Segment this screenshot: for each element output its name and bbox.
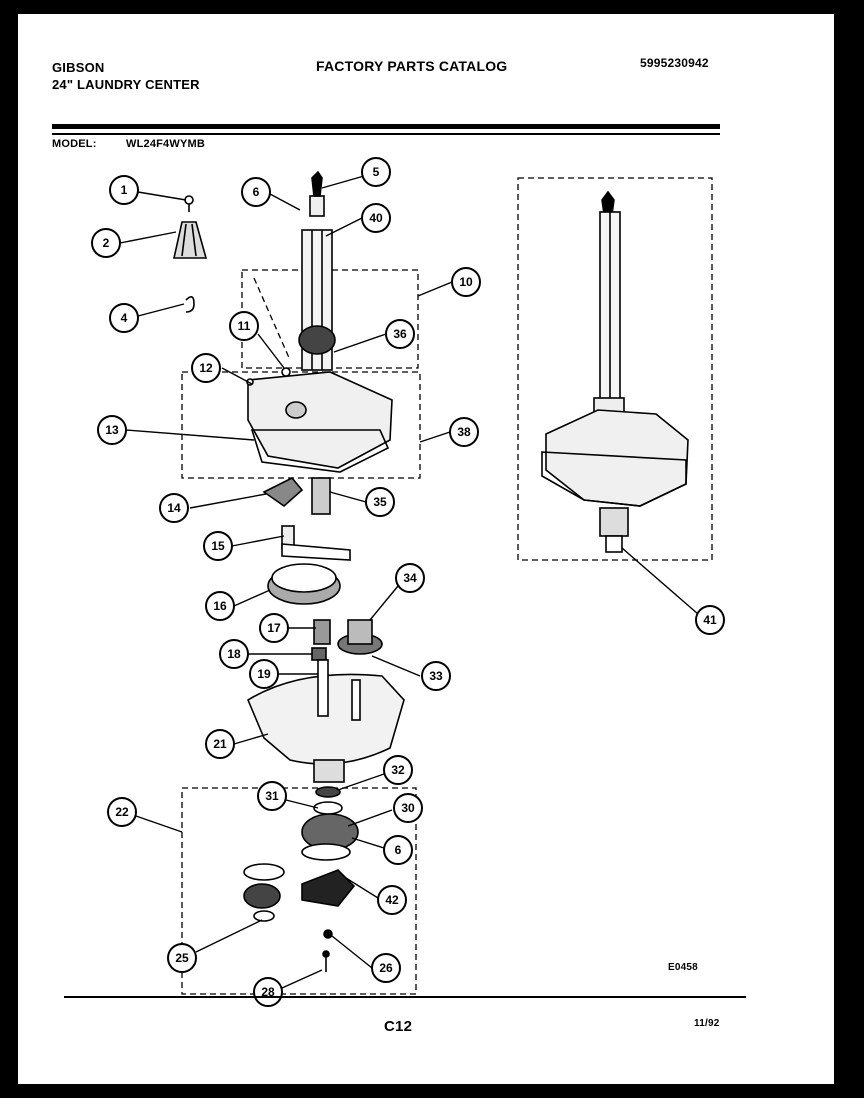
callout-33: 33 xyxy=(421,661,451,691)
callout-25: 25 xyxy=(167,943,197,973)
callout-10: 10 xyxy=(451,267,481,297)
callout-1: 1 xyxy=(109,175,139,205)
callout-19: 19 xyxy=(249,659,279,689)
callout-26: 26 xyxy=(371,953,401,983)
svg-text:12: 12 xyxy=(199,361,213,375)
svg-text:34: 34 xyxy=(403,571,417,585)
callout-34: 34 xyxy=(395,563,425,593)
svg-text:35: 35 xyxy=(373,495,387,509)
svg-text:30: 30 xyxy=(401,801,415,815)
diagram-code: E0458 xyxy=(668,962,698,973)
model-value: WL24F4WYMB xyxy=(126,138,205,150)
callout-16: 16 xyxy=(205,591,235,621)
svg-text:19: 19 xyxy=(257,667,271,681)
svg-text:32: 32 xyxy=(391,763,405,777)
svg-text:4: 4 xyxy=(121,311,128,325)
callout-2: 2 xyxy=(91,228,121,258)
svg-text:41: 41 xyxy=(703,613,717,627)
svg-text:38: 38 xyxy=(457,425,471,439)
svg-text:42: 42 xyxy=(385,893,399,907)
callout-6: 6 xyxy=(241,177,271,207)
callout-13: 13 xyxy=(97,415,127,445)
svg-text:6: 6 xyxy=(395,843,402,857)
callout-14: 14 xyxy=(159,493,189,523)
svg-text:36: 36 xyxy=(393,327,407,341)
svg-text:14: 14 xyxy=(167,501,181,515)
assembly-box-41 xyxy=(517,177,713,561)
svg-text:6: 6 xyxy=(253,185,260,199)
catalog-number: 5995230942 xyxy=(640,56,709,70)
callout-38: 38 xyxy=(449,417,479,447)
svg-text:17: 17 xyxy=(267,621,281,635)
callout-36: 36 xyxy=(385,319,415,349)
svg-text:31: 31 xyxy=(265,789,279,803)
part-drawings xyxy=(173,170,689,972)
callout-12: 12 xyxy=(191,353,221,383)
footer-rule xyxy=(64,996,746,998)
callout-31: 31 xyxy=(257,781,287,811)
callout-41: 41 xyxy=(695,605,725,635)
svg-text:2: 2 xyxy=(103,236,110,250)
callout-28: 28 xyxy=(253,977,283,1007)
svg-text:25: 25 xyxy=(175,951,189,965)
callout-21: 21 xyxy=(205,729,235,759)
dashed-groups xyxy=(181,177,713,995)
svg-text:5: 5 xyxy=(373,165,380,179)
callout-35: 35 xyxy=(365,487,395,517)
callout-11: 11 xyxy=(229,311,259,341)
brand-name: GIBSON xyxy=(52,60,105,75)
callout-15: 15 xyxy=(203,531,233,561)
svg-text:26: 26 xyxy=(379,961,393,975)
product-name: 24" LAUNDRY CENTER xyxy=(52,77,200,92)
callout-17: 17 xyxy=(259,613,289,643)
callout-40: 40 xyxy=(361,203,391,233)
callout-markers: 1 2 4 5 6 40 10 11 36 12 38 13 14 35 15 … xyxy=(91,157,725,1007)
callout-18: 18 xyxy=(219,639,249,669)
callout-22: 22 xyxy=(107,797,137,827)
catalog-sheet xyxy=(18,14,834,1084)
svg-text:10: 10 xyxy=(459,275,473,289)
header-rule-thin xyxy=(52,133,720,135)
svg-text:22: 22 xyxy=(115,805,129,819)
svg-text:1: 1 xyxy=(121,183,128,197)
page-number: C12 xyxy=(384,1018,413,1035)
callout-32: 32 xyxy=(383,755,413,785)
header-rule-thick xyxy=(52,124,720,129)
callout-30: 30 xyxy=(393,793,423,823)
page-date: 11/92 xyxy=(694,1018,720,1029)
svg-text:40: 40 xyxy=(369,211,383,225)
svg-text:16: 16 xyxy=(213,599,227,613)
svg-text:28: 28 xyxy=(261,985,275,999)
callout-4: 4 xyxy=(109,303,139,333)
svg-text:13: 13 xyxy=(105,423,119,437)
model-label: MODEL: xyxy=(52,138,97,150)
svg-text:21: 21 xyxy=(213,737,227,751)
leader-lines xyxy=(119,175,699,989)
callout-6b: 6 xyxy=(383,835,413,865)
assembly-box-38 xyxy=(181,371,421,479)
catalog-title: FACTORY PARTS CATALOG xyxy=(316,58,508,74)
svg-text:33: 33 xyxy=(429,669,443,683)
svg-text:11: 11 xyxy=(238,319,251,333)
svg-text:15: 15 xyxy=(211,539,225,553)
callout-5: 5 xyxy=(361,157,391,187)
svg-text:18: 18 xyxy=(227,647,241,661)
callout-42: 42 xyxy=(377,885,407,915)
